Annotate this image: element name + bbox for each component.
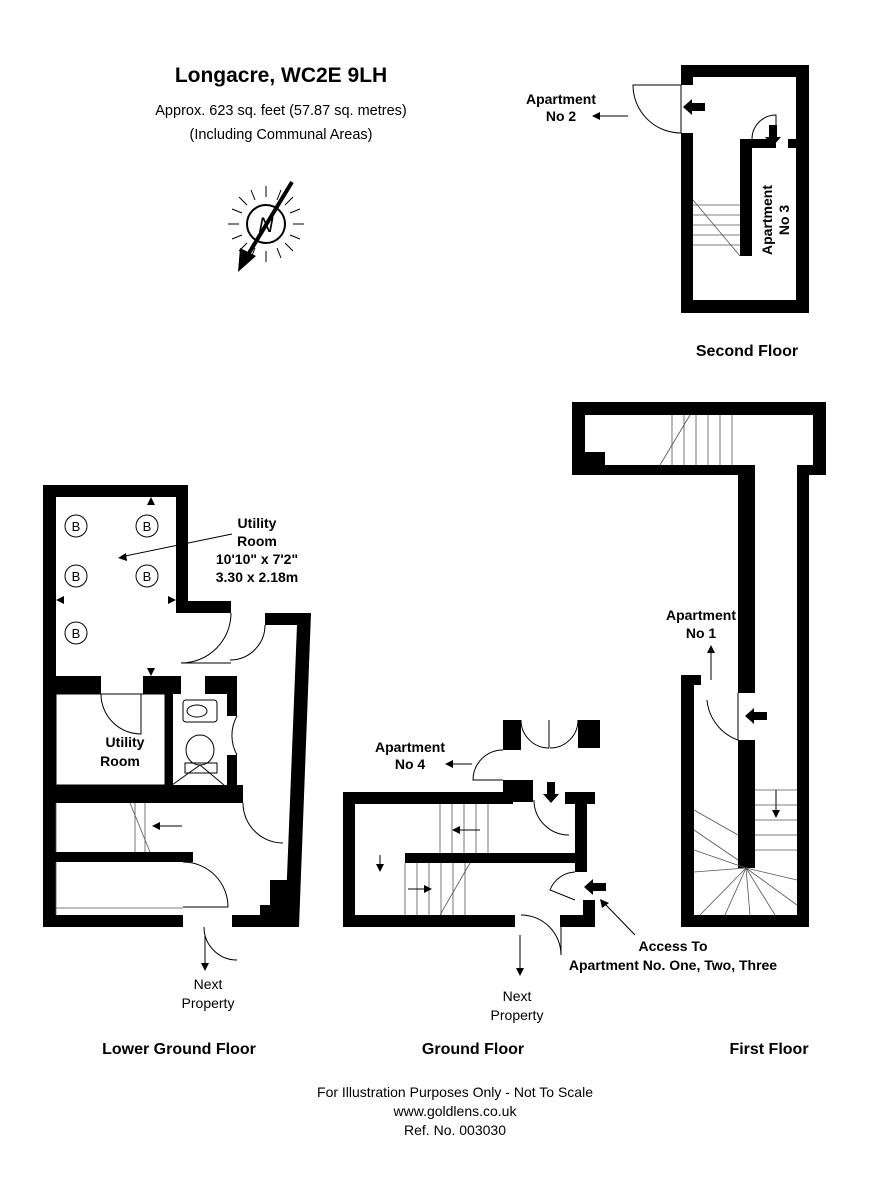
- apartment-1-label: Apartment: [666, 607, 736, 623]
- plan-title: Longacre, WC2E 9LH: [175, 64, 387, 87]
- boiler-label: B: [72, 569, 81, 584]
- area-text: Approx. 623 sq. feet (57.87 sq. metres): [155, 103, 406, 119]
- lower-ground-floor-title: Lower Ground Floor: [102, 1041, 256, 1058]
- second-floor-plan: [592, 65, 809, 313]
- boiler-label: B: [143, 569, 152, 584]
- ground-floor-plan: [343, 719, 636, 976]
- small-utility-room-label-2: Room: [100, 753, 140, 769]
- access-apartments: Apartment No. One, Two, Three: [569, 957, 777, 973]
- compass-icon: [228, 180, 304, 272]
- utility-room-dimensions-metric: 3.30 x 2.18m: [216, 569, 299, 585]
- apartment-4-number: No 4: [395, 756, 426, 772]
- next-property-label-ground: Next: [503, 988, 532, 1004]
- next-property-label-lower-2: Property: [182, 995, 235, 1011]
- boiler-label: B: [72, 626, 81, 641]
- next-property-label-ground-2: Property: [491, 1007, 544, 1023]
- lower-ground-floor-plan: [43, 485, 311, 971]
- utility-room-label: Utility: [238, 515, 277, 531]
- first-floor-title: First Floor: [729, 1041, 808, 1058]
- footer-disclaimer: For Illustration Purposes Only - Not To …: [317, 1084, 593, 1100]
- apartment-2-number: No 2: [546, 108, 577, 124]
- compass-letter: N: [258, 214, 274, 237]
- apartment-3-label: Apartment: [759, 185, 775, 255]
- apartment-1-number: No 1: [686, 625, 717, 641]
- utility-room-label-2: Room: [237, 533, 277, 549]
- first-floor-plan: [572, 402, 826, 927]
- footer-website: www.goldlens.co.uk: [393, 1103, 518, 1119]
- apartment-3-number: No 3: [776, 205, 792, 236]
- utility-room-dimensions-imperial: 10'10" x 7'2": [216, 551, 298, 567]
- ground-floor-title: Ground Floor: [422, 1041, 524, 1058]
- next-property-label-lower: Next: [194, 976, 223, 992]
- boiler-label: B: [143, 519, 152, 534]
- apartment-2-label: Apartment: [526, 91, 596, 107]
- access-label: Access To: [639, 938, 708, 954]
- area-note: (Including Communal Areas): [190, 127, 373, 143]
- small-utility-room-label: Utility: [106, 734, 145, 750]
- apartment-4-label: Apartment: [375, 739, 445, 755]
- boiler-label: B: [72, 519, 81, 534]
- footer-reference: Ref. No. 003030: [404, 1122, 506, 1138]
- second-floor-title: Second Floor: [696, 343, 798, 360]
